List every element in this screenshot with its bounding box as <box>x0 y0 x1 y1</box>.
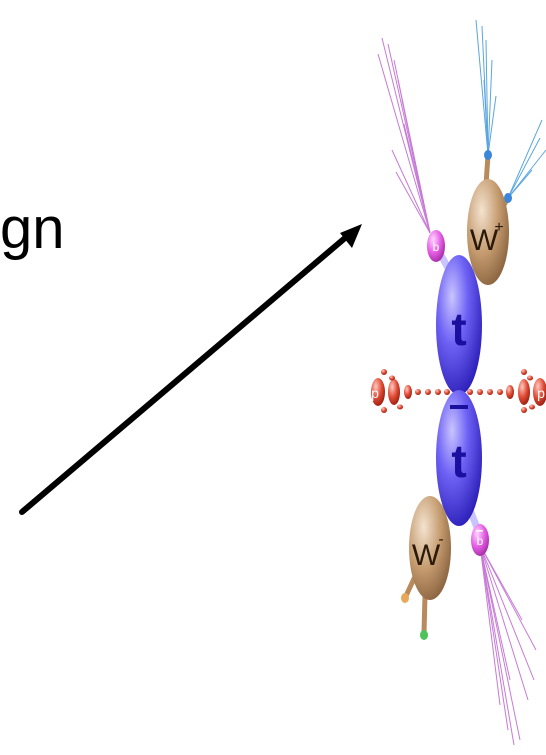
b-quark-label: b <box>433 240 440 254</box>
anti-b-quark: b <box>471 524 489 556</box>
anti-top-bar <box>450 405 468 409</box>
w-minus-label: W <box>412 539 441 572</box>
b-jet-top <box>377 37 431 234</box>
proton-left-label: p <box>371 385 379 401</box>
top-quark-label: t <box>451 303 466 355</box>
proton-beam-right <box>467 369 546 413</box>
proton-right-label: p <box>537 385 545 401</box>
w-minus-charge: - <box>438 531 443 548</box>
b-quark: b <box>427 230 445 262</box>
proton-beam-left <box>371 369 450 413</box>
b-jet-bottom <box>479 544 537 746</box>
slide-partial-text: gn <box>0 196 65 261</box>
w-plus-jets <box>475 19 546 199</box>
w-plus-boson: W + <box>467 179 509 285</box>
anti-top-quark-label: t <box>451 435 466 487</box>
pointer-arrow <box>19 224 362 515</box>
anti-b-quark-label: b <box>477 534 484 548</box>
w-plus-charge: + <box>494 219 503 236</box>
w-plus-label: W <box>470 224 499 257</box>
w-minus-boson: W - <box>409 496 451 600</box>
anti-top-quark: t <box>436 390 482 526</box>
anti-b-bar <box>476 530 483 532</box>
top-quark: t <box>436 255 482 395</box>
